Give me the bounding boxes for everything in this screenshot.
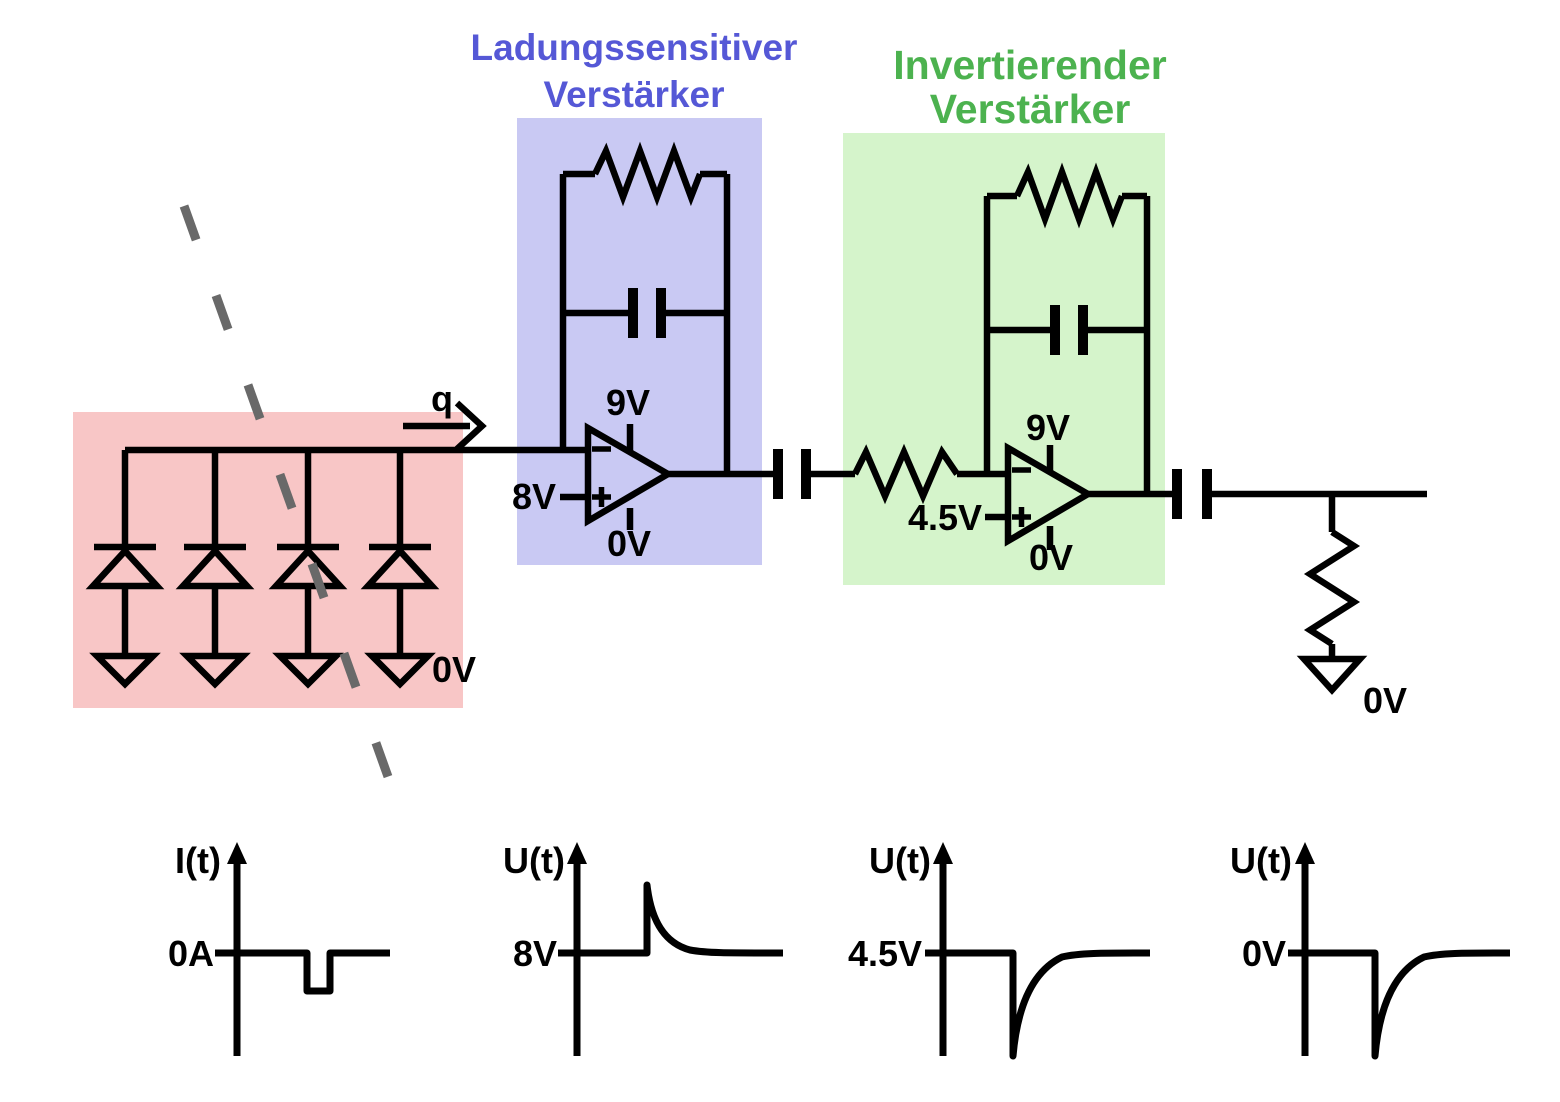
load-resistor (1303, 529, 1361, 647)
charge-flow-annotation: q (403, 378, 487, 452)
output-ground-label: 0V (1363, 680, 1407, 721)
waveform-baseline-label: 0A (168, 933, 214, 974)
waveform-baseline-label: 8V (513, 933, 557, 974)
csa-ref-label: 8V (512, 476, 556, 517)
noninverting-input-mark (1012, 507, 1031, 527)
photodiode-symbol (360, 450, 440, 689)
inv-supply-bottom-label: 0V (1029, 537, 1073, 578)
waveform-baseline-label: 0V (1242, 933, 1286, 974)
inv-opamp (1004, 442, 1095, 550)
photodiode-symbol (85, 450, 165, 689)
signal-trace (1288, 949, 1511, 1060)
csa-feedback-resistor (592, 141, 704, 207)
diagonal-dashed-line (179, 204, 406, 815)
axis-arrowhead-icon (567, 842, 587, 864)
noninverting-input-mark (592, 487, 611, 507)
waveform-ylabel: U(t) (1230, 840, 1292, 881)
ground-icon (89, 652, 161, 689)
charge-label: q (431, 378, 453, 419)
photodiode-symbol (268, 450, 348, 689)
inv-input-resistor (852, 443, 960, 505)
photodiode-symbol (175, 450, 255, 689)
ground-icon (364, 652, 436, 689)
axis-arrowhead-icon (227, 842, 247, 864)
csa-title-line1: Ladungssensitiver (471, 27, 798, 68)
inv-feedback-resistor (1014, 162, 1126, 229)
waveform-inv-output: U(t) 4.5V (848, 840, 1151, 1060)
charge-arrow-head-icon (454, 400, 487, 452)
waveform-csa-output: U(t) 8V (503, 840, 784, 1056)
inv-ref-label: 4.5V (908, 497, 982, 538)
waveform-final-output: U(t) 0V (1230, 840, 1511, 1060)
inv-supply-top-label: 9V (1026, 407, 1070, 448)
waveform-baseline-label: 4.5V (848, 933, 922, 974)
csa-amplifier: 9V 0V 8V (512, 141, 778, 564)
waveform-ylabel: I(t) (175, 840, 221, 881)
waveform-ylabel: U(t) (503, 840, 565, 881)
waveform-ylabel: U(t) (869, 840, 931, 881)
csa-feedback-capacitor (563, 288, 727, 338)
csa-supply-bottom-label: 0V (607, 523, 651, 564)
signal-trace (558, 881, 784, 957)
csa-opamp (584, 422, 675, 530)
coupling-capacitor-1 (773, 449, 855, 499)
ground-icon (1296, 655, 1368, 695)
axis-arrowhead-icon (933, 842, 953, 864)
inv-feedback-capacitor (987, 305, 1147, 355)
ground-icon (272, 652, 344, 689)
csa-title-line2: Verstärker (543, 74, 724, 115)
ground-icon (179, 652, 251, 689)
photodiode-array: 0V (85, 446, 588, 690)
photodiode-ground-label: 0V (432, 649, 476, 690)
inv-title-line1: Invertierender (893, 42, 1166, 88)
output-network: 0V (1172, 469, 1427, 721)
inv-amplifier: 9V 0V 4.5V (908, 162, 1177, 578)
signal-trace (215, 949, 390, 995)
signal-trace (925, 949, 1151, 1060)
csa-supply-top-label: 9V (606, 382, 650, 423)
inv-title-line2: Verstärker (930, 86, 1131, 132)
waveform-current: I(t) 0A (168, 840, 390, 1056)
axis-arrowhead-icon (1295, 842, 1315, 864)
